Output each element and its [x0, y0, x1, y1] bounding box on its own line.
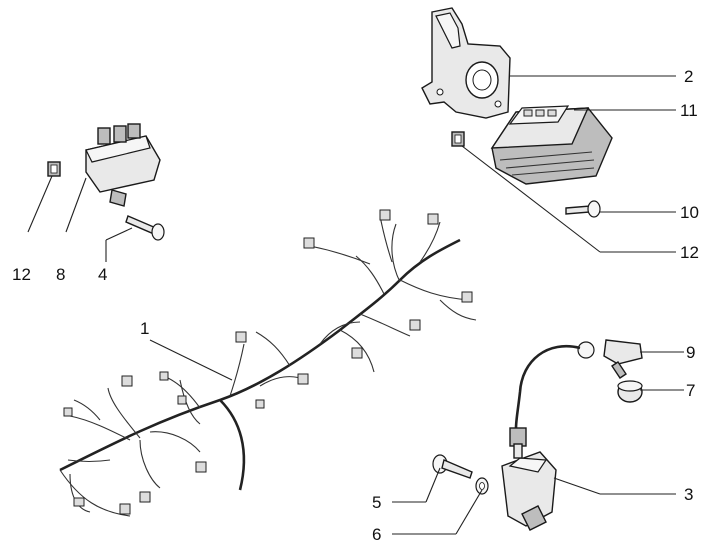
callout-labels: 2 11 10 12 12 8 4 1 9 7 3 5 6 [12, 67, 699, 544]
callout-11: 11 [680, 101, 698, 120]
callout-7: 7 [686, 381, 695, 400]
callout-4: 4 [98, 265, 107, 284]
clip-right [451, 131, 465, 147]
callout-5: 5 [372, 493, 381, 512]
ignition-coil [501, 427, 557, 531]
cap-seal-ring [617, 380, 643, 403]
callout-12-left: 12 [12, 265, 31, 284]
mounting-bracket [421, 7, 511, 119]
coil-washer [475, 477, 489, 495]
callout-8: 8 [56, 265, 65, 284]
callout-6: 6 [372, 525, 381, 544]
ht-lead [514, 345, 581, 429]
callout-1: 1 [140, 319, 149, 338]
screw-left [125, 215, 165, 241]
voltage-regulator [490, 105, 613, 185]
screw-right [565, 200, 601, 218]
coil-bolt [432, 454, 473, 479]
callout-10: 10 [680, 203, 699, 222]
spark-plug-cap [577, 339, 643, 379]
callout-3: 3 [684, 485, 693, 504]
leader-lines [27, 75, 684, 535]
ignition-control-unit [85, 123, 161, 207]
callout-9: 9 [686, 343, 695, 362]
callout-2: 2 [684, 67, 693, 86]
clip-left [47, 161, 61, 177]
wiring-harness [59, 209, 477, 517]
callout-12-right: 12 [680, 243, 699, 262]
